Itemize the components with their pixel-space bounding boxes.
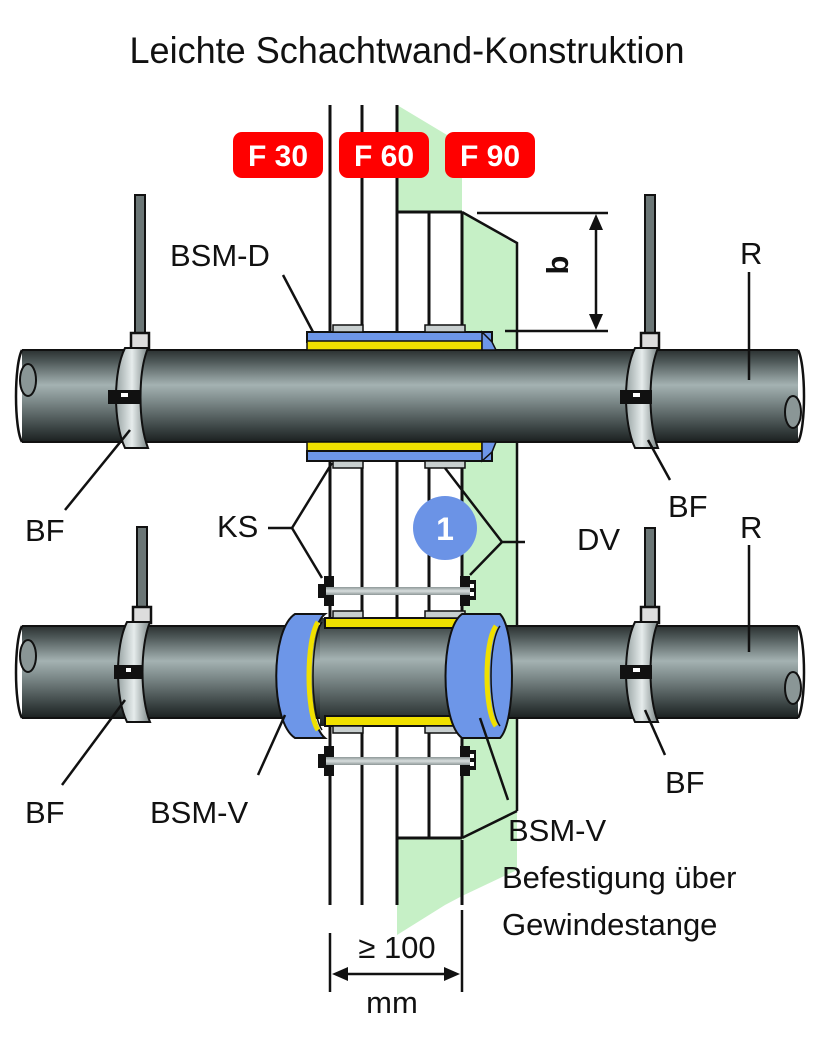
leader-lines [60, 272, 751, 801]
pipe-clamp-top-right [620, 194, 661, 449]
bsm-v-collar-right [444, 613, 513, 739]
label-bf-top-right: BF [668, 489, 708, 524]
pipe-clamp-bottom-left [114, 526, 153, 723]
label-ks: KS [217, 509, 258, 544]
label-bsm-v-right: BSM-V [508, 813, 607, 848]
label-r-bottom: R [740, 510, 762, 545]
label-bsm-v-left: BSM-V [150, 795, 249, 830]
bsm-d-sleeve-top [306, 324, 498, 351]
label-bf-top-left: BF [25, 513, 65, 548]
callout-marker-1: 1 [413, 496, 477, 560]
fire-rating-badge-f90: F 90 [445, 132, 535, 178]
diagram-title: Leichte Schachtwand-Konstruktion [130, 30, 685, 71]
label-bsm-d: BSM-D [170, 238, 270, 273]
bsm-d-sleeve-bottom [306, 441, 498, 469]
svg-text:F 60: F 60 [354, 140, 414, 173]
threaded-rod-top [318, 576, 476, 606]
svg-text:1: 1 [436, 511, 454, 547]
dimension-b [477, 211, 608, 333]
label-bf-bottom-right: BF [665, 765, 705, 800]
label-r-top: R [740, 236, 762, 271]
dimension-thickness-unit: mm [366, 985, 418, 1020]
fire-rating-badge-f60: F 60 [339, 132, 429, 178]
svg-text:F 90: F 90 [460, 140, 520, 173]
threaded-rod-bottom [318, 746, 476, 776]
label-bf-bottom-left: BF [25, 795, 65, 830]
svg-text:F 30: F 30 [248, 140, 308, 173]
pipe-clamp-bottom-right [620, 527, 661, 723]
dimension-thickness [328, 910, 464, 992]
pipe-clamp-top-left [108, 194, 151, 449]
fire-rating-badge-f30: F 30 [233, 132, 323, 178]
label-fastening-line1: Befestigung über [502, 860, 736, 895]
dimension-thickness-value: ≥ 100 [358, 930, 435, 965]
label-fastening-line2: Gewindestange [502, 907, 717, 942]
bsm-v-collar-left [275, 613, 328, 739]
label-dv: DV [577, 522, 620, 557]
dimension-b-label: b [540, 256, 575, 275]
